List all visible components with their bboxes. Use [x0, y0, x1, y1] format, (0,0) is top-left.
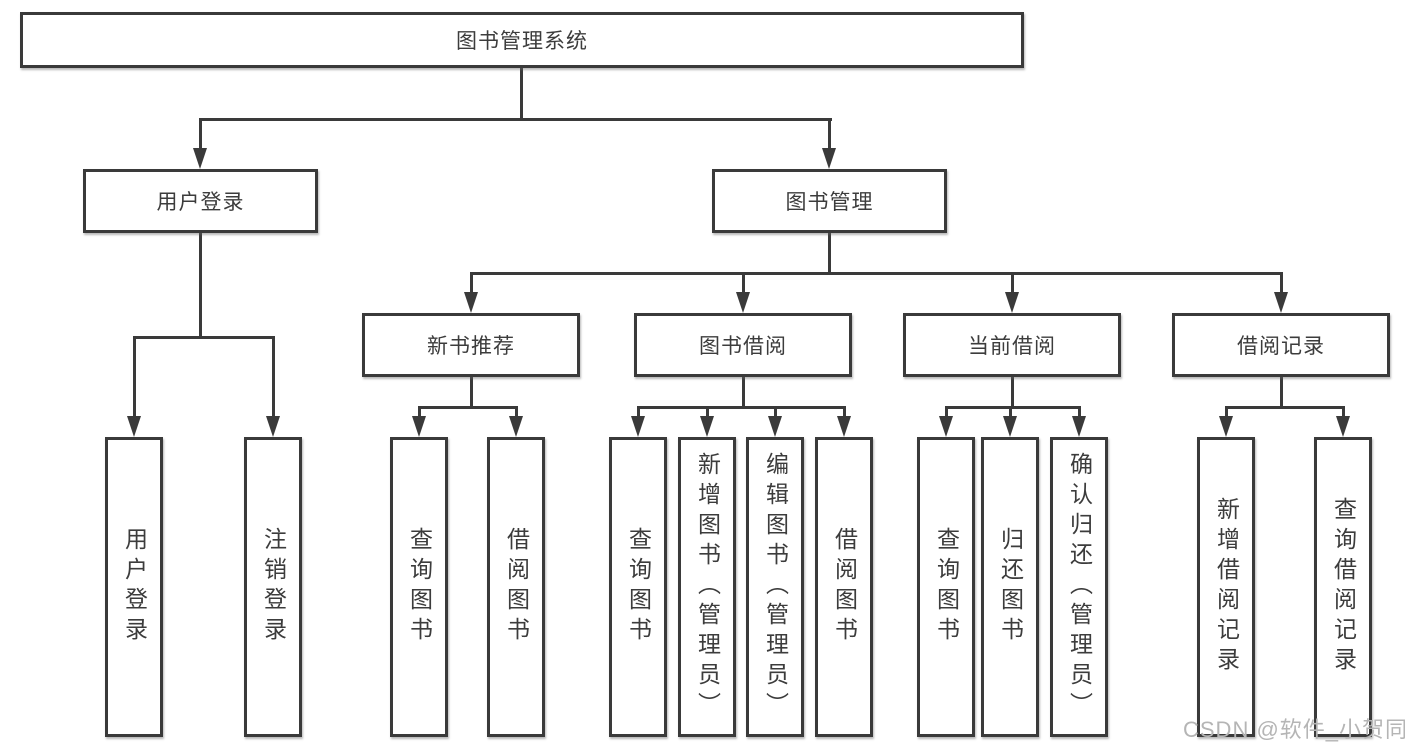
csdn-watermark: CSDN @软件_小贺同学 — [1183, 717, 1405, 742]
node-cb-return-book: 归还图书 — [981, 437, 1039, 737]
connector-line — [1225, 406, 1228, 420]
node-library-management-system: 图书管理系统 — [20, 12, 1024, 68]
connector-line — [706, 406, 709, 420]
arrowhead-icon — [464, 292, 478, 313]
connector-line — [418, 406, 518, 409]
connector-line — [520, 67, 523, 119]
connector-line — [515, 406, 518, 420]
connector-line — [1280, 377, 1283, 409]
node-bb-edit-book-admin: 编辑图书（管理员） — [746, 437, 804, 737]
arrowhead-icon — [768, 416, 782, 437]
arrowhead-icon — [837, 416, 851, 437]
arrowhead-icon — [822, 148, 836, 169]
node-bb-query-book: 查询图书 — [609, 437, 667, 737]
arrowhead-icon — [1072, 416, 1086, 437]
arrowhead-icon — [1274, 292, 1288, 313]
connector-line — [742, 377, 745, 409]
connector-line — [828, 118, 831, 152]
arrowhead-icon — [1336, 416, 1350, 437]
connector-line — [199, 118, 832, 121]
node-br-query-record: 查询借阅记录 — [1314, 437, 1372, 737]
connector-line — [742, 272, 745, 298]
arrowhead-icon — [193, 148, 207, 169]
arrowhead-icon — [1219, 416, 1233, 437]
connector-line — [199, 118, 202, 152]
arrowhead-icon — [509, 416, 523, 437]
connector-line — [470, 377, 473, 409]
arrowhead-icon — [266, 416, 280, 437]
connector-line — [1078, 406, 1081, 420]
connector-line — [828, 233, 831, 275]
node-book-management-branch: 图书管理 — [712, 169, 947, 233]
connector-line — [1225, 406, 1345, 409]
connector-line — [1009, 406, 1012, 420]
node-cb-query-book: 查询图书 — [917, 437, 975, 737]
connector-line — [843, 406, 846, 420]
node-bb-add-book-admin: 新增图书（管理员） — [678, 437, 736, 737]
node-br-add-record: 新增借阅记录 — [1197, 437, 1255, 737]
connector-line — [470, 272, 1283, 275]
connector-line — [199, 233, 202, 339]
connector-line — [1280, 272, 1283, 298]
node-bb-borrow-book: 借阅图书 — [815, 437, 873, 737]
node-nbr-query-book: 查询图书 — [390, 437, 448, 737]
node-user-login: 用户登录 — [105, 437, 163, 737]
connector-line — [774, 406, 777, 420]
node-book-borrow: 图书借阅 — [634, 313, 852, 377]
arrowhead-icon — [736, 292, 750, 313]
connector-line — [637, 406, 846, 409]
connector-line — [133, 336, 136, 420]
node-logout: 注销登录 — [244, 437, 302, 737]
connector-line — [133, 336, 275, 339]
node-nbr-borrow-book: 借阅图书 — [487, 437, 545, 737]
connector-line — [1011, 272, 1014, 298]
arrowhead-icon — [127, 416, 141, 437]
node-cb-confirm-return-admin: 确认归还（管理员） — [1050, 437, 1108, 737]
arrowhead-icon — [700, 416, 714, 437]
node-user-login-branch: 用户登录 — [83, 169, 318, 233]
connector-line — [1342, 406, 1345, 420]
connector-line — [470, 272, 473, 298]
connector-line — [945, 406, 1080, 409]
connector-line — [1011, 377, 1014, 409]
arrowhead-icon — [412, 416, 426, 437]
connector-line — [418, 406, 421, 420]
arrowhead-icon — [1003, 416, 1017, 437]
arrowhead-icon — [939, 416, 953, 437]
arrowhead-icon — [631, 416, 645, 437]
connector-line — [272, 336, 275, 420]
node-borrow-record: 借阅记录 — [1172, 313, 1390, 377]
connector-line — [945, 406, 948, 420]
arrowhead-icon — [1005, 292, 1019, 313]
node-current-borrow: 当前借阅 — [903, 313, 1121, 377]
node-new-book-recommend: 新书推荐 — [362, 313, 580, 377]
connector-line — [637, 406, 640, 420]
